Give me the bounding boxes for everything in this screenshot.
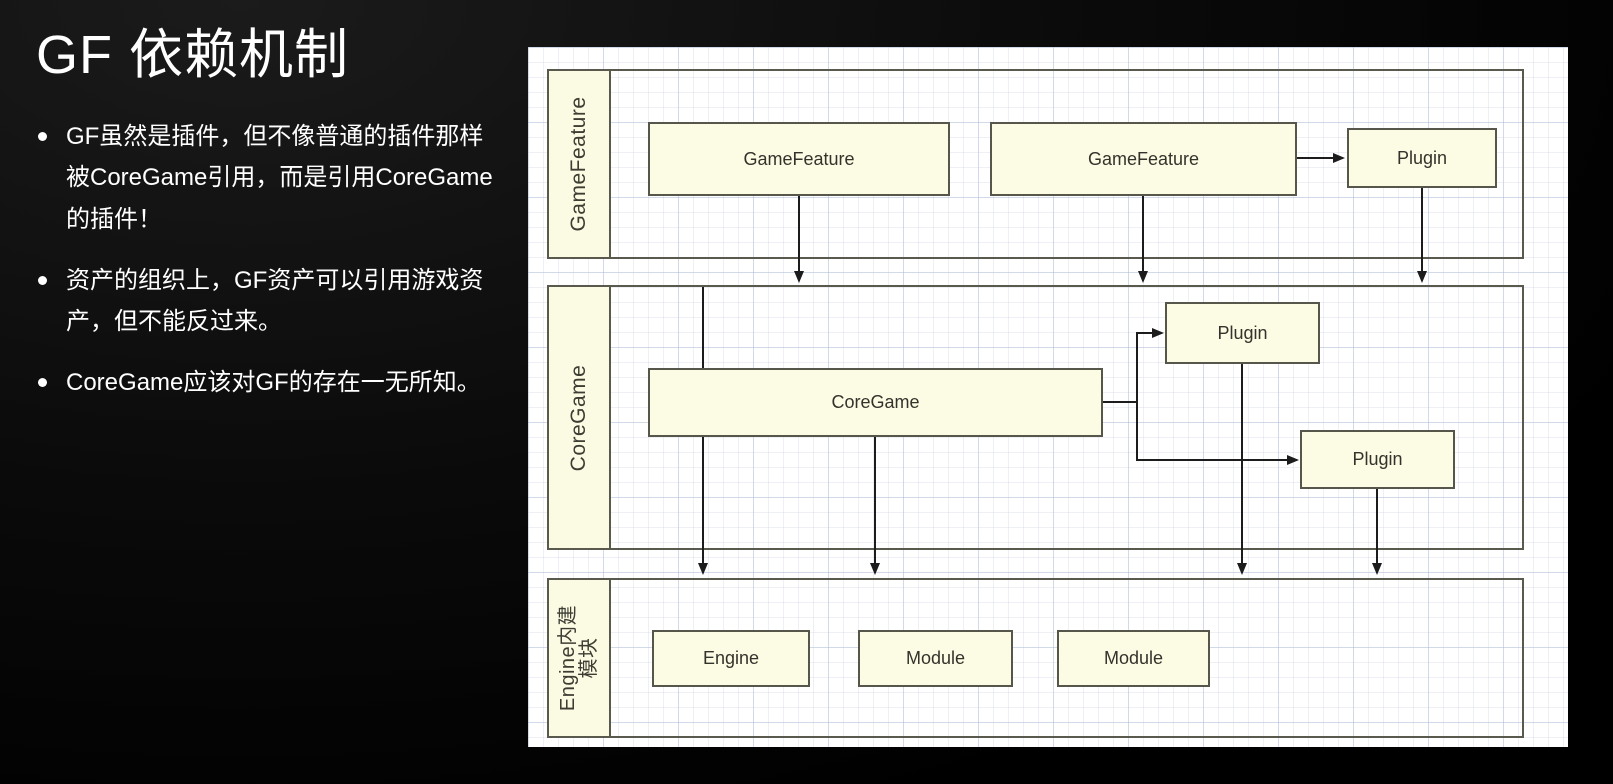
page-title: GF 依赖机制 (36, 25, 349, 85)
node-module-1: Module (858, 630, 1013, 687)
lane-gamefeature-label: GameFeature (567, 96, 590, 232)
node-plugin-top: Plugin (1347, 128, 1497, 188)
lane-coregame-strip: CoreGame (549, 287, 611, 548)
bullet-dot-icon (38, 378, 47, 388)
lane-engine-modules-label: Engine内建模块 (557, 604, 600, 712)
bullet-text: CoreGame应该对GF的存在一无所知。 (66, 369, 481, 397)
diagram-panel: GameFeature CoreGame Engine内建模块 (528, 47, 1568, 747)
bullet-text: GF虽然是插件，但不像普通的插件那样被CoreGame引用，而是引用CoreGa… (66, 123, 493, 233)
lane-engine-modules-strip: Engine内建模块 (549, 580, 611, 736)
node-module-2: Module (1057, 630, 1210, 687)
bullet-item: GF虽然是插件，但不像普通的插件那样被CoreGame引用，而是引用CoreGa… (36, 116, 498, 240)
node-gamefeature-1: GameFeature (648, 122, 950, 196)
bullet-list: GF虽然是插件，但不像普通的插件那样被CoreGame引用，而是引用CoreGa… (36, 116, 498, 424)
bullet-dot-icon (38, 132, 47, 141)
lane-gamefeature-strip: GameFeature (549, 71, 611, 257)
lane-engine-modules: Engine内建模块 (547, 578, 1524, 738)
lane-coregame-label: CoreGame (567, 364, 590, 471)
lane-gamefeature: GameFeature (547, 69, 1524, 259)
lane-coregame: CoreGame (547, 285, 1524, 550)
node-gamefeature-2: GameFeature (990, 122, 1297, 196)
node-plugin-upper: Plugin (1165, 302, 1320, 364)
bullet-dot-icon (38, 275, 47, 285)
bullet-item: CoreGame应该对GF的存在一无所知。 (36, 362, 498, 403)
bullet-text: 资产的组织上，GF资产可以引用游戏资产，但不能反过来。 (66, 266, 484, 336)
node-coregame: CoreGame (648, 368, 1103, 437)
node-plugin-lower: Plugin (1300, 430, 1455, 489)
bullet-item: 资产的组织上，GF资产可以引用游戏资产，但不能反过来。 (36, 260, 498, 343)
node-engine: Engine (652, 630, 810, 687)
